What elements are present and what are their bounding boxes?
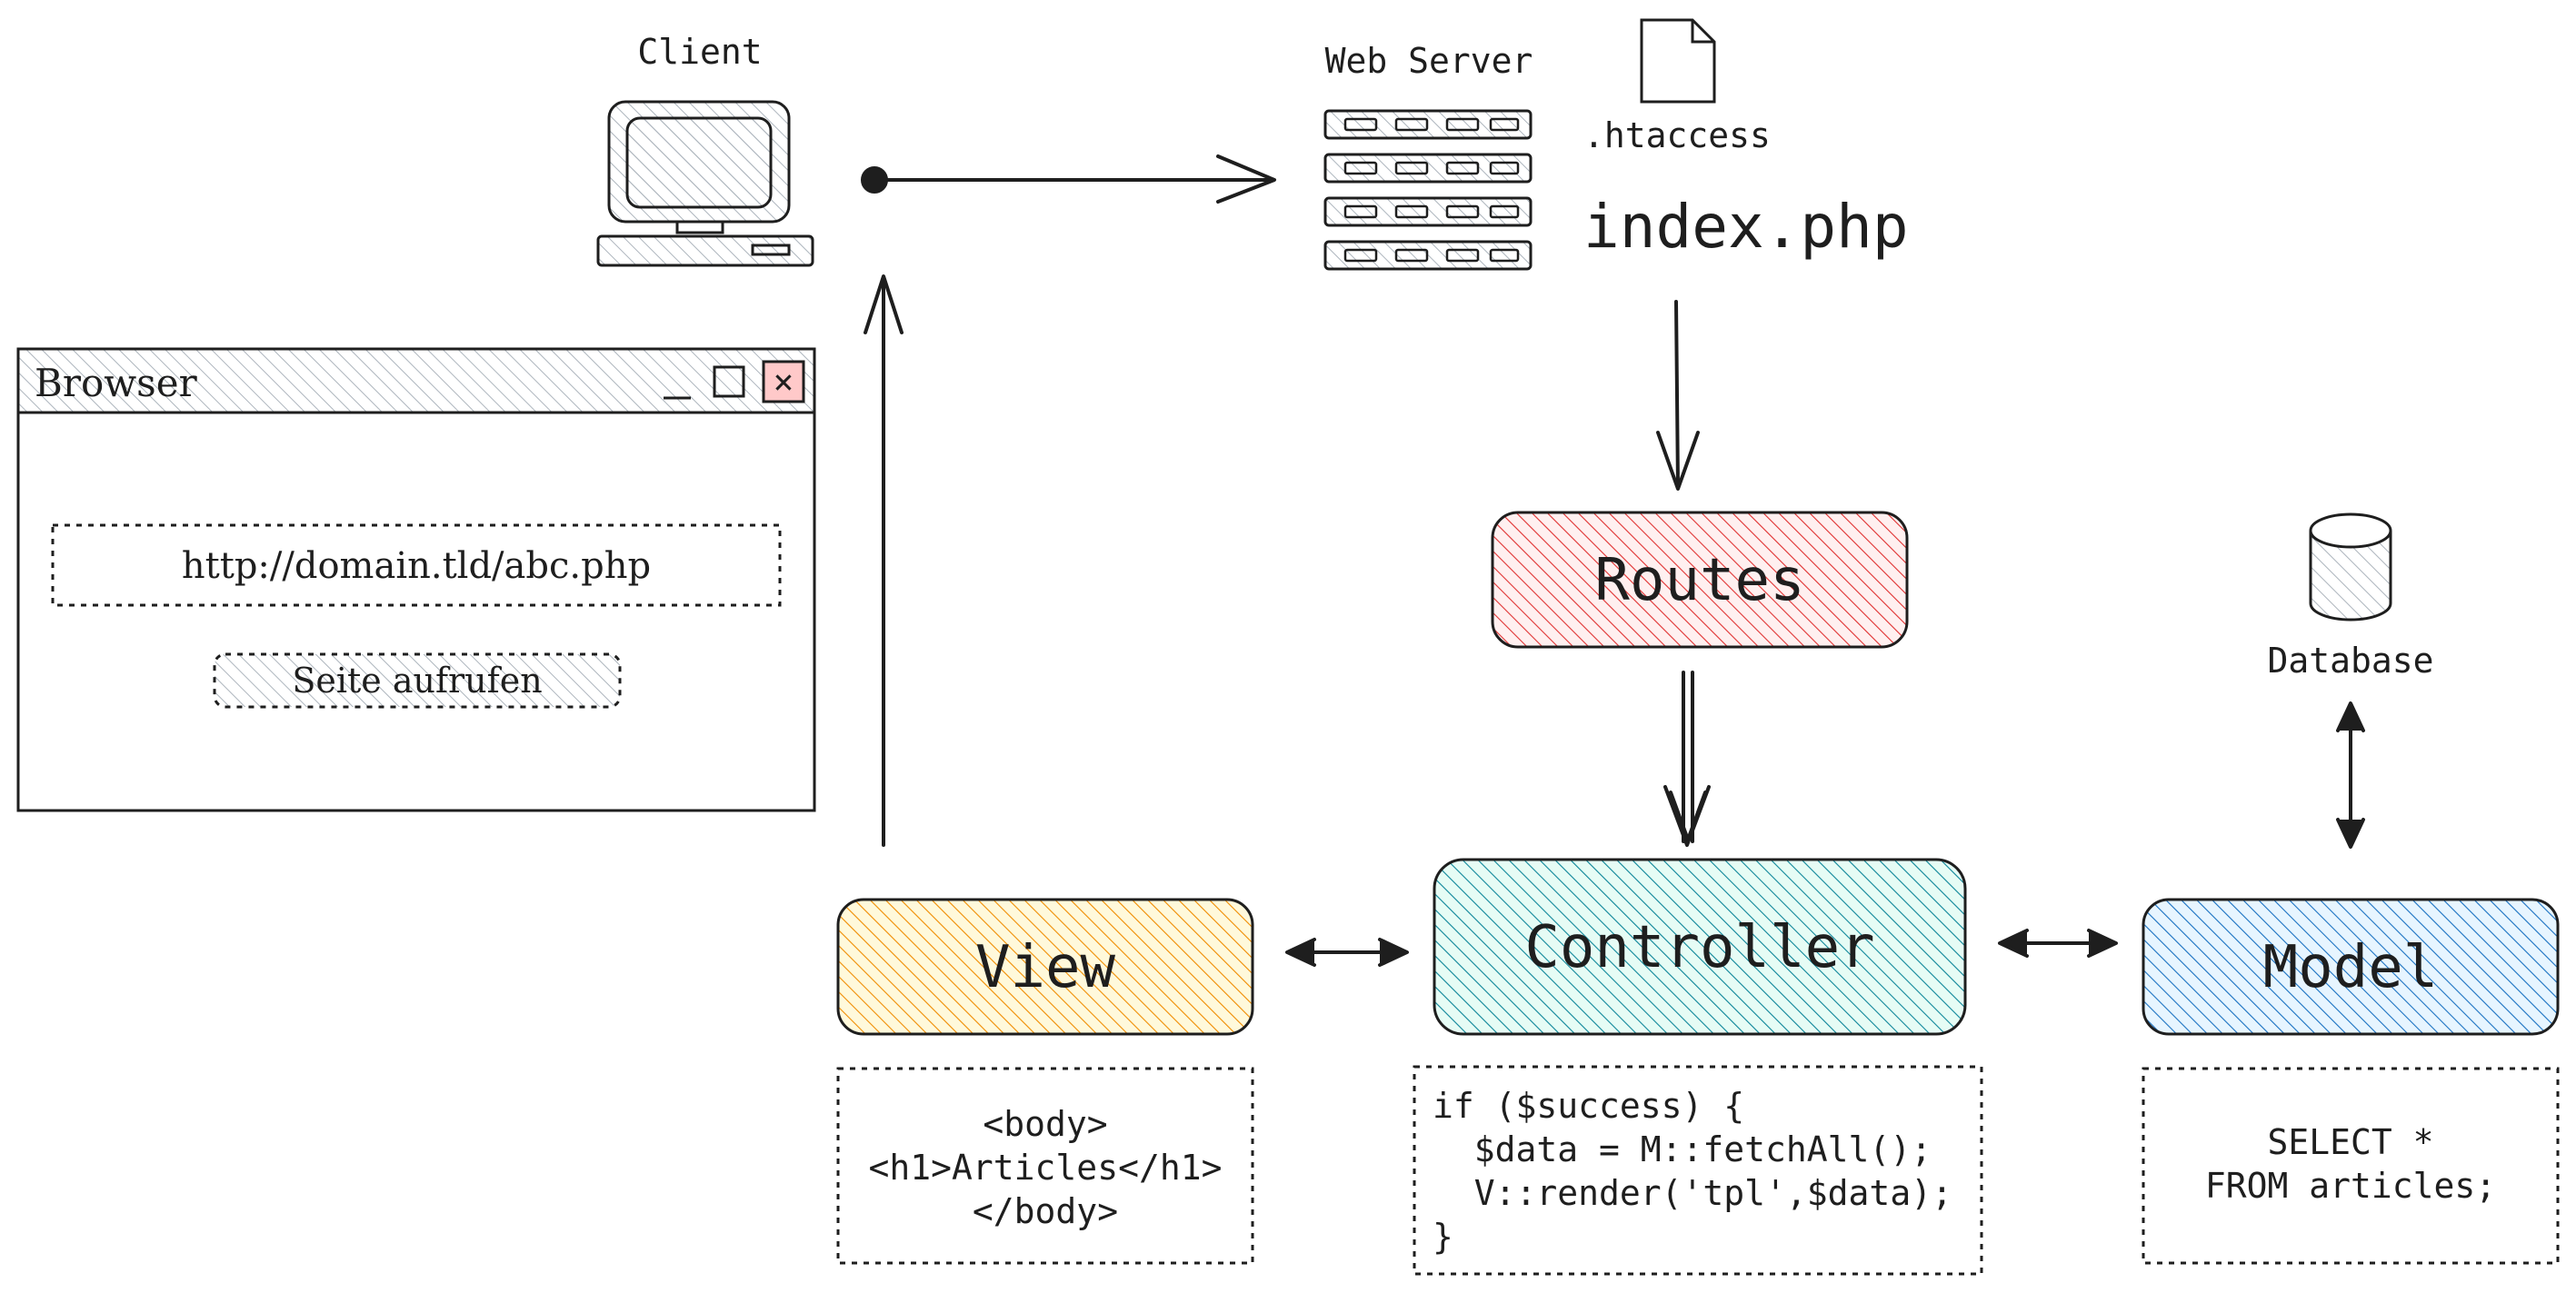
close-icon[interactable] bbox=[762, 360, 805, 403]
controller-code-line: } bbox=[1433, 1217, 1453, 1257]
view-box bbox=[836, 898, 1254, 1036]
close-glyph: × bbox=[774, 362, 794, 402]
url-input[interactable] bbox=[51, 523, 782, 607]
routes-label: Routes bbox=[1594, 547, 1804, 614]
client-label: Client bbox=[637, 32, 762, 72]
web-server-label: Web Server bbox=[1325, 41, 1533, 81]
htaccess-label: .htaccess bbox=[1583, 115, 1771, 155]
model-code-line: FROM articles; bbox=[2205, 1166, 2496, 1206]
routes-to-controller-arrow bbox=[1663, 671, 1711, 847]
computer-icon bbox=[596, 100, 814, 267]
controller-code-line: V::render('tpl',$data); bbox=[1433, 1173, 1952, 1213]
client-to-server-arrow bbox=[861, 154, 1276, 204]
controller-code-line: $data = M::fetchAll(); bbox=[1433, 1129, 1932, 1169]
file-icon bbox=[1640, 18, 1716, 104]
view-label: View bbox=[975, 934, 1116, 1001]
model-label: Model bbox=[2263, 934, 2439, 1001]
index-to-routes-arrow bbox=[1656, 300, 1700, 491]
view-to-client-arrow bbox=[864, 274, 904, 847]
model-code-box bbox=[2142, 1067, 2560, 1265]
view-code-box bbox=[836, 1067, 1254, 1265]
url-text: http://domain.tld/abc.php bbox=[182, 545, 651, 587]
browser-title: Browser bbox=[35, 361, 198, 405]
model-code-line: SELECT * bbox=[2267, 1122, 2433, 1162]
model-box bbox=[2142, 898, 2560, 1036]
view-code-line: </body> bbox=[973, 1191, 1118, 1231]
index-php-label: index.php bbox=[1583, 192, 1909, 262]
close-button[interactable]: × bbox=[762, 360, 805, 403]
view-code-line: <body> bbox=[983, 1104, 1107, 1144]
controller-code-box bbox=[1413, 1065, 1983, 1276]
maximize-icon[interactable] bbox=[713, 365, 745, 398]
database-model-arrow bbox=[2336, 701, 2365, 849]
controller-code-line: if ($success) { bbox=[1433, 1086, 1744, 1126]
browser-window: Browser × http://domain.tld/abc.php Seit… bbox=[16, 347, 816, 812]
view-controller-arrow bbox=[1285, 938, 1409, 967]
database-label: Database bbox=[2267, 641, 2433, 681]
browser-title-bar bbox=[16, 347, 816, 414]
routes-box bbox=[1491, 511, 1909, 649]
open-page-button[interactable] bbox=[213, 652, 622, 709]
open-page-button-label: Seite aufrufen bbox=[292, 661, 542, 701]
controller-box bbox=[1433, 858, 1967, 1036]
controller-label: Controller bbox=[1524, 914, 1874, 981]
view-code-line: <h1>Articles</h1> bbox=[869, 1148, 1223, 1188]
server-icon bbox=[1323, 109, 1533, 271]
database-icon bbox=[2309, 512, 2392, 622]
controller-model-arrow bbox=[1998, 929, 2118, 958]
